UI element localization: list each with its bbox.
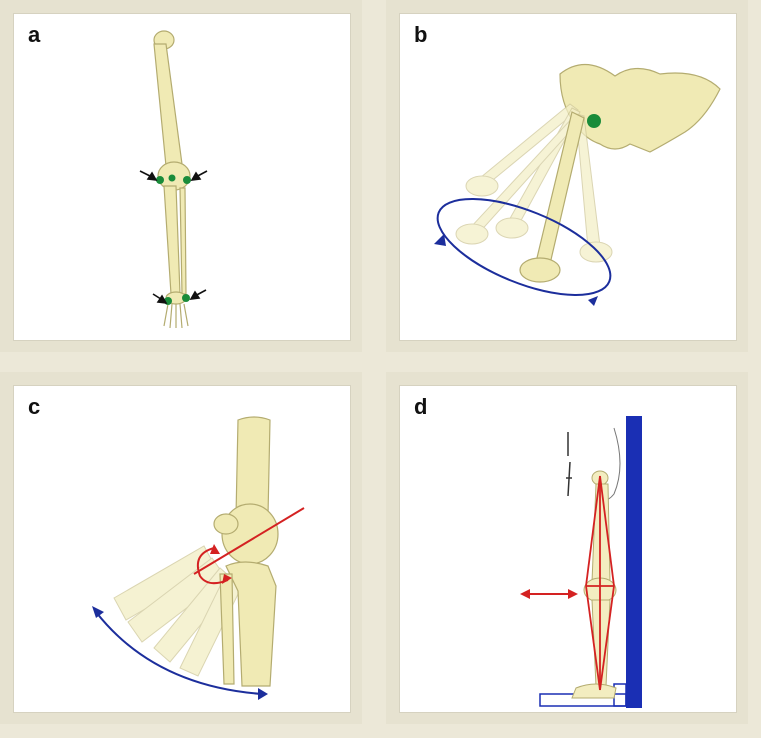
femur	[236, 417, 270, 516]
panel-b-canvas: b	[399, 13, 737, 341]
leg-skeleton-illustration	[14, 14, 350, 340]
femur-ghost-condyle	[466, 176, 498, 196]
marker-knee-center	[169, 175, 176, 182]
wall-bar	[626, 416, 642, 708]
arrowhead	[434, 234, 446, 246]
arrowhead	[92, 606, 104, 618]
tibia	[164, 186, 180, 294]
arrowhead	[588, 296, 598, 306]
arrowhead	[258, 688, 268, 700]
femur-ghost-condyle	[580, 242, 612, 262]
hip-joint-marker	[587, 114, 601, 128]
panel-a: a	[0, 0, 362, 352]
arrowhead	[568, 589, 578, 599]
fibula	[180, 188, 186, 294]
femur-condyle	[520, 258, 560, 282]
hip-circumduction-illustration	[400, 14, 736, 340]
fibula	[220, 574, 234, 684]
marker-knee-lateral	[156, 176, 164, 184]
knee-flexion-illustration	[14, 386, 350, 712]
patella	[214, 514, 238, 534]
wall-block	[614, 684, 626, 706]
marker-knee-medial	[183, 176, 191, 184]
panel-c: c	[0, 372, 362, 724]
panel-d: d	[386, 372, 748, 724]
limb-alignment-illustration	[400, 386, 736, 712]
foot	[572, 684, 616, 698]
panel-d-canvas: d	[399, 385, 737, 713]
femur-ghost-condyle	[496, 218, 528, 238]
pelvis-outline	[566, 432, 572, 496]
panel-c-canvas: c	[13, 385, 351, 713]
marker-ankle-medial	[182, 294, 190, 302]
femur-condyle	[222, 504, 278, 564]
femur-ghost-condyle	[456, 224, 488, 244]
panel-b: b	[386, 0, 748, 352]
toes	[164, 304, 188, 328]
femur-shaft	[154, 44, 182, 166]
arrowhead	[520, 589, 530, 599]
tibia	[592, 600, 610, 686]
panel-a-canvas: a	[13, 13, 351, 341]
